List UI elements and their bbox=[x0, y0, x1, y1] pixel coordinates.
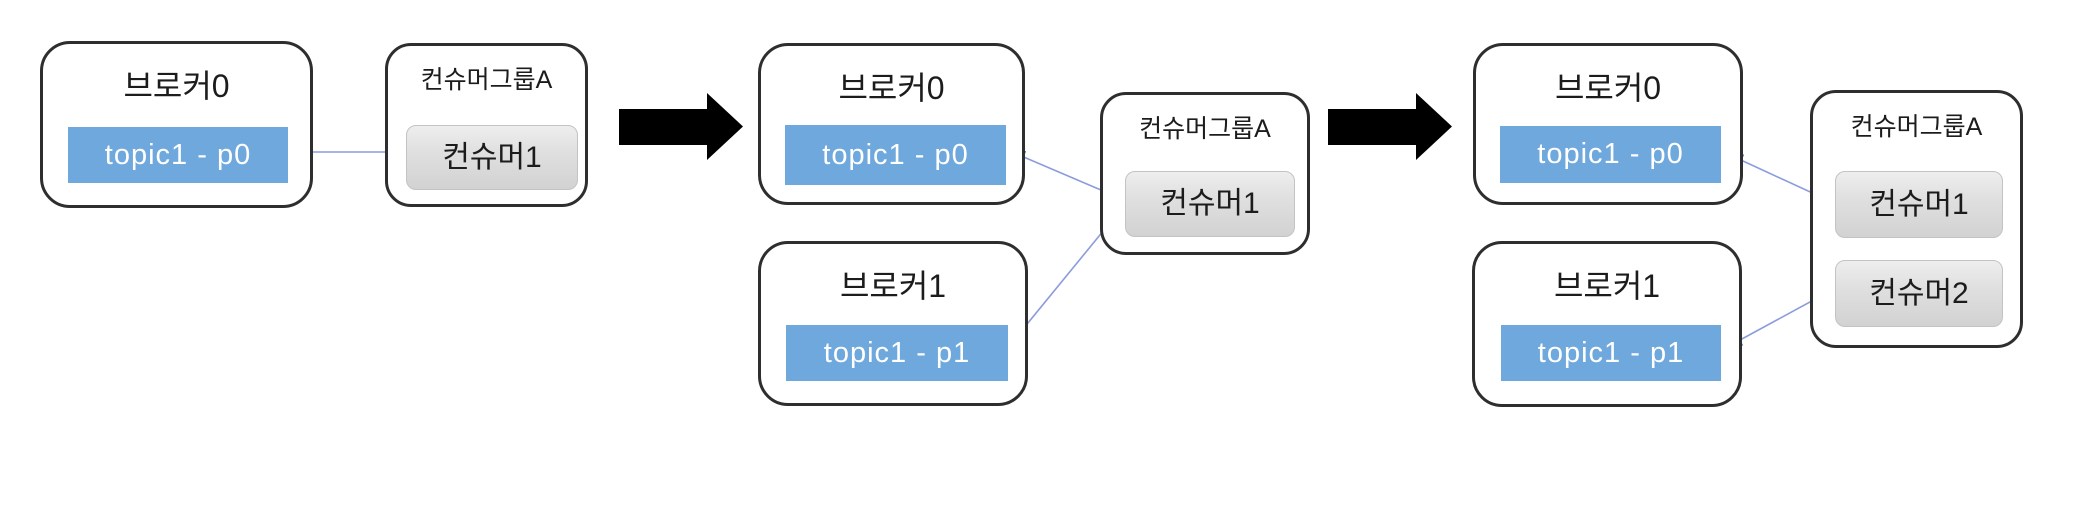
broker-box: 브로커1 topic1 - p1 bbox=[758, 241, 1028, 406]
partition-bar: topic1 - p1 bbox=[1501, 325, 1721, 381]
broker-title: 브로커1 bbox=[1553, 268, 1661, 304]
consumer-group-title: 컨슈머그룹A bbox=[1850, 113, 1983, 141]
broker-title: 브로커0 bbox=[123, 68, 230, 104]
partition-bar: topic1 - p0 bbox=[785, 125, 1006, 185]
broker-box: 브로커0 topic1 - p0 bbox=[40, 41, 313, 208]
consumer-chip: 컨슈머1 bbox=[1125, 171, 1295, 237]
consumer-group-box: 컨슈머그룹A 컨슈머1 bbox=[385, 43, 588, 207]
broker-title: 브로커1 bbox=[839, 268, 947, 304]
partition-bar: topic1 - p0 bbox=[68, 127, 288, 183]
broker-box: 브로커1 topic1 - p1 bbox=[1472, 241, 1742, 407]
broker-title: 브로커0 bbox=[1554, 70, 1662, 106]
broker-box: 브로커0 topic1 - p0 bbox=[758, 43, 1025, 205]
consumer-chip: 컨슈머1 bbox=[406, 125, 578, 190]
broker-box: 브로커0 topic1 - p0 bbox=[1473, 43, 1743, 205]
consumer-chip: 컨슈머1 bbox=[1835, 171, 2003, 238]
partition-bar: topic1 - p0 bbox=[1500, 126, 1721, 183]
stage-transition-arrow-icon bbox=[619, 93, 743, 160]
stage-transition-arrow-icon bbox=[1328, 93, 1452, 160]
consumer-group-title: 컨슈머그룹A bbox=[1139, 115, 1271, 143]
consumer-group-box: 컨슈머그룹A 컨슈머1 bbox=[1100, 92, 1310, 255]
consumer-chip: 컨슈머2 bbox=[1835, 260, 2003, 327]
broker-title: 브로커0 bbox=[838, 70, 945, 106]
consumer-group-title: 컨슈머그룹A bbox=[420, 66, 553, 94]
consumer-group-box: 컨슈머그룹A 컨슈머1 컨슈머2 bbox=[1810, 90, 2023, 348]
partition-bar: topic1 - p1 bbox=[786, 325, 1008, 381]
